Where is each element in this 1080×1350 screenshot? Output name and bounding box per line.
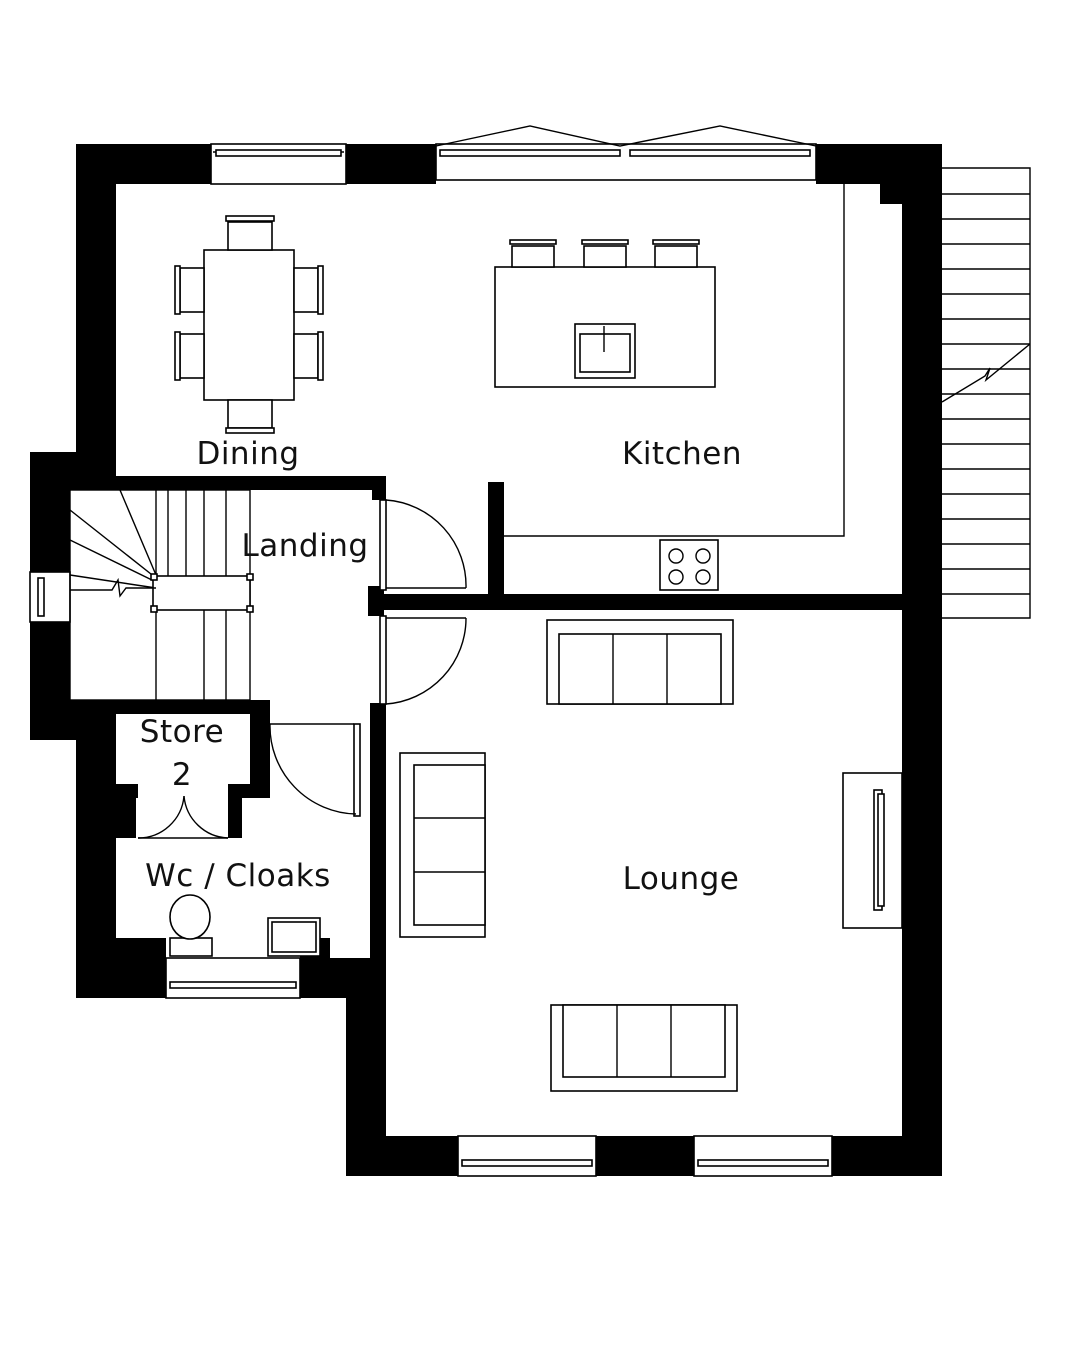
room-label-kitchen: Kitchen [622, 436, 742, 472]
lounge-furniture [399, 619, 903, 1092]
wc-fittings [169, 894, 321, 957]
room-label-wc-cloaks: Wc / Cloaks [145, 858, 331, 894]
deck-break-line [941, 343, 1031, 403]
room-labels: Dining Kitchen Landing Store 2 Wc / Cloa… [140, 436, 742, 897]
staircase [69, 489, 254, 701]
deck-steps [941, 167, 1031, 619]
room-label-lounge: Lounge [623, 861, 740, 897]
room-label-store: Store [140, 714, 224, 750]
room-label-dining: Dining [196, 436, 299, 472]
room-label-store-number: 2 [172, 757, 192, 793]
dining-furniture [174, 215, 324, 434]
windows [29, 125, 833, 1177]
kitchen-fittings [494, 184, 845, 591]
room-label-landing: Landing [241, 528, 368, 564]
walls [30, 144, 942, 1176]
doors [137, 499, 467, 839]
